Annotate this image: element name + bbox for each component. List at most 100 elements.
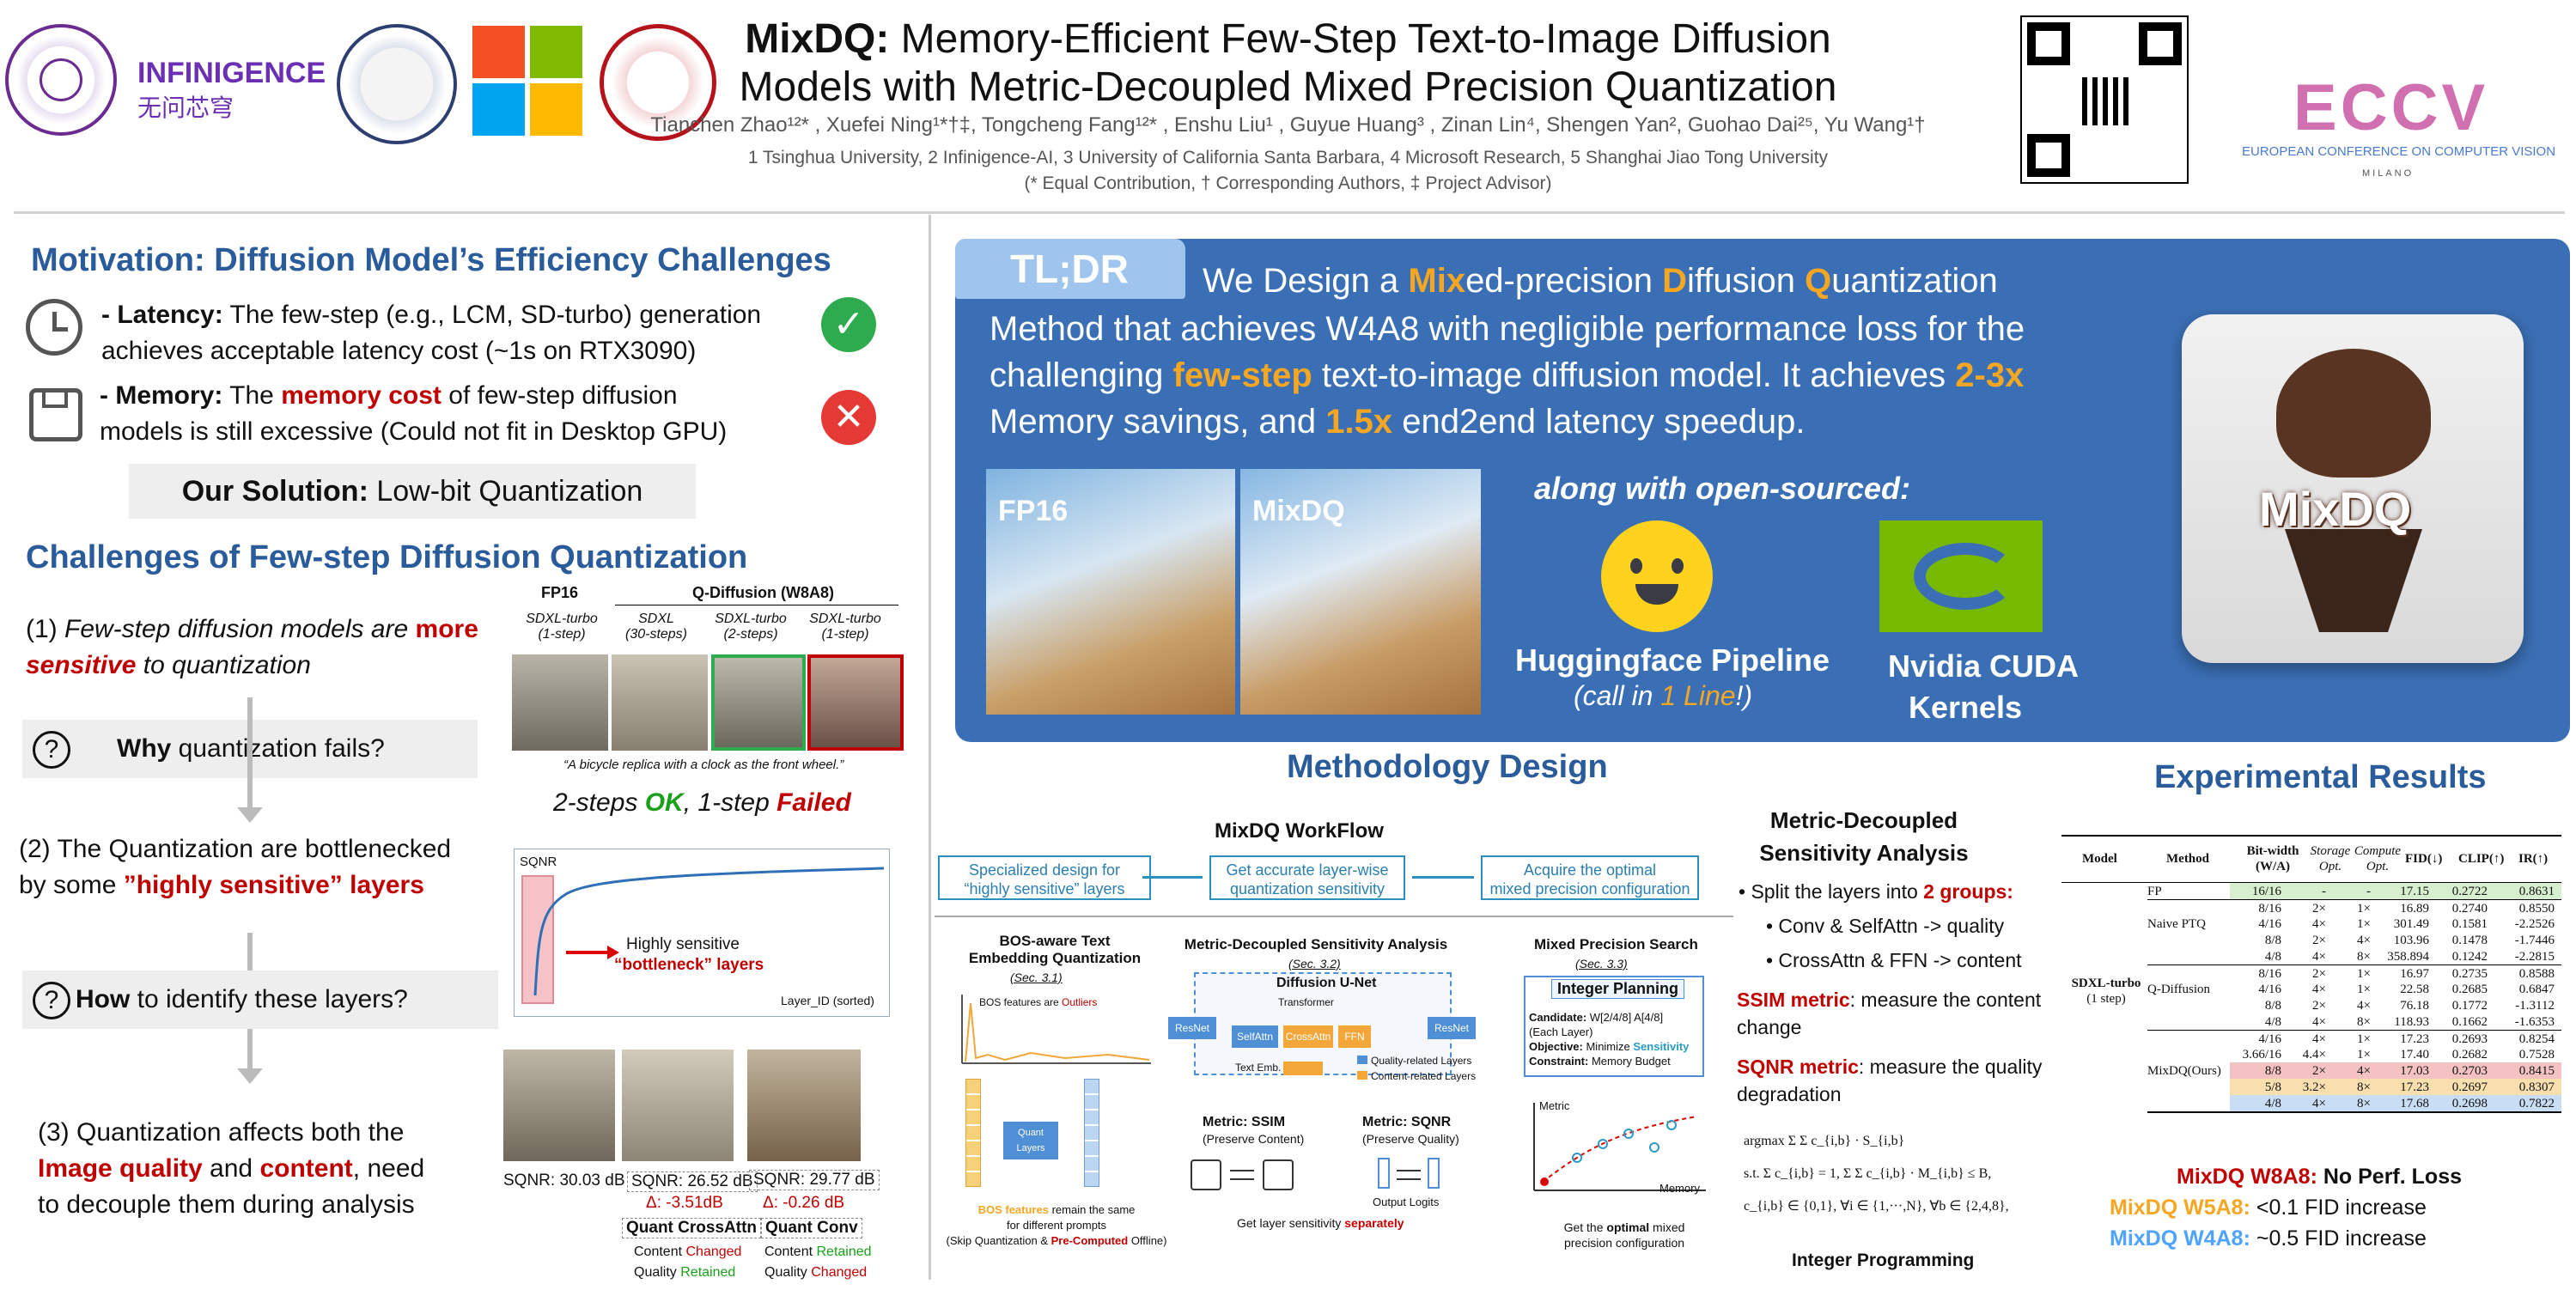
tldr-line1: We Design a Mixed-precision Diffusion Qu… — [1203, 262, 1998, 300]
qr-code — [2020, 15, 2189, 184]
table-cell: 0.8588 — [2518, 967, 2555, 981]
mds-sec: (Sec. 3.2) — [1288, 957, 1341, 971]
crossattn-effect: Content Changed Quality Retained — [634, 1244, 742, 1280]
swap-arrows-icon — [1230, 1170, 1254, 1180]
quant-layers-box: Quant Layers — [1003, 1122, 1058, 1159]
table-cell: 17.03 — [2400, 1064, 2429, 1078]
huggingface-icon — [1601, 520, 1713, 632]
flow-arrow-1 — [247, 697, 253, 809]
our-solution-box: Our Solution: Low-bit Quantization — [129, 464, 696, 519]
workflow-arrow — [1412, 876, 1474, 879]
table-cell: 0.8254 — [2518, 1032, 2555, 1046]
table-cell: -1.6353 — [2514, 1015, 2555, 1029]
poster-title-line1: MixDQ: Memory-Efficient Few-Step Text-to… — [745, 16, 1831, 62]
bos-sec: (Sec. 3.1) — [1010, 971, 1063, 984]
challenges-title: Challenges of Few-step Diffusion Quantiz… — [26, 539, 748, 575]
tldr-line2: Method that achieves W4A8 with negligibl… — [990, 310, 2025, 348]
icecream-fp16-image: FP16 — [986, 469, 1235, 715]
workflow-divider — [935, 916, 1733, 917]
metric-sqnr: Metric: SQNR — [1362, 1115, 1452, 1129]
table-cell: 1× — [2357, 1032, 2371, 1046]
mds-title: Metric-Decoupled Sensitivity Analysis — [1184, 936, 1448, 952]
table-cell: 0.8307 — [2518, 1080, 2555, 1094]
quant-crossattn-label: Quant CrossAttn — [622, 1218, 761, 1238]
table-cell: 76.18 — [2400, 999, 2429, 1013]
infinigence-subtitle: 无问芯穹 — [137, 94, 234, 121]
bos-token-column — [1084, 1079, 1099, 1187]
analysis-split: • Split the layers into 2 groups: • Conv… — [1739, 880, 2022, 971]
table-cell: 2× — [2312, 902, 2326, 916]
memory-text: - Memory: The memory cost of few-step di… — [100, 381, 728, 446]
table-cell: 1× — [2357, 983, 2371, 996]
table-cell: 0.2697 — [2451, 1080, 2488, 1094]
table-cell: -2.2526 — [2514, 917, 2555, 931]
table-cell: 0.2698 — [2451, 1097, 2488, 1110]
sqnr-value: SQNR: 30.03 dB — [503, 1171, 625, 1190]
ffn-block: FFN — [1338, 1025, 1371, 1048]
table-cell: 4/8 — [2264, 1015, 2281, 1029]
table-cell: 4/16 — [2258, 983, 2281, 996]
swap-arrows-icon — [1397, 1170, 1421, 1180]
table-cell: 17.40 — [2400, 1048, 2429, 1062]
table-cell: 301.49 — [2393, 917, 2429, 931]
table-cell: 8/16 — [2258, 902, 2281, 916]
table-cell: 4× — [2312, 950, 2326, 964]
table-cell: FP — [2147, 885, 2162, 898]
shapes-icon — [1263, 1159, 1294, 1190]
table-cell: 8/8 — [2264, 999, 2281, 1013]
flow-arrow-2 — [247, 933, 253, 984]
cross-icon: ✕ — [821, 390, 876, 445]
contributions-note: (* Equal Contribution, † Corresponding A… — [1024, 173, 1552, 193]
table-cell: 4× — [2312, 1097, 2326, 1110]
bos-outlier-plot — [961, 995, 1151, 1064]
table-cell: 8× — [2357, 1015, 2371, 1029]
resnet-block: ResNet — [1428, 1017, 1476, 1039]
logits-icon — [1378, 1158, 1390, 1189]
sjtu-logo — [600, 24, 716, 141]
table-cell: MixDQ(Ours) — [2147, 1064, 2221, 1078]
mps-title: Mixed Precision Search — [1534, 936, 1698, 952]
table-cell: 8× — [2357, 1080, 2371, 1094]
table-cell: -2.2815 — [2514, 950, 2555, 964]
ssim-sub: (Preserve Content) — [1203, 1132, 1305, 1146]
workflow-title: MixDQ WorkFlow — [1215, 819, 1384, 843]
table-cell: 16/16 — [2251, 885, 2281, 898]
table-cell: 2× — [2312, 967, 2326, 981]
check-icon: ✓ — [821, 297, 876, 352]
tldr-tab — [955, 239, 1185, 299]
table-cell: 16.97 — [2400, 967, 2429, 981]
col-header: Storage Opt. — [2310, 844, 2351, 873]
fig-col-label: SDXL-turbo (1-step) — [526, 612, 598, 642]
bicycle-image — [622, 1050, 734, 1161]
pareto-x-label: Memory — [1659, 1182, 1700, 1195]
legend-content: Content-related Layers — [1357, 1070, 1476, 1082]
motivation-title: Motivation: Diffusion Model’s Efficiency… — [31, 242, 831, 278]
table-cell: 0.1662 — [2451, 1015, 2488, 1029]
logits-icon — [1428, 1158, 1440, 1189]
table-cell: 5/8 — [2264, 1080, 2281, 1094]
table-cell: 4.4× — [2302, 1048, 2326, 1062]
challenge-2: (2) The Quantization are bottlenecked by… — [19, 835, 452, 899]
bicycle-comparison-figure: FP16 Q-Diffusion (W8A8) SDXL-turbo (1-st… — [512, 581, 904, 780]
get-optimal: Get the optimal mixed precision configur… — [1563, 1220, 1685, 1250]
table-cell: 0.8415 — [2518, 1064, 2555, 1078]
mps-sec: (Sec. 3.3) — [1575, 957, 1628, 971]
challenge-1: (1) Few-step diffusion models are more s… — [26, 615, 478, 679]
candidate: Candidate: W[2/4/8] A[4/8](Each Layer) O… — [1529, 1011, 1690, 1068]
question-icon: ? — [33, 731, 70, 770]
col-header: FID(↓) — [2405, 852, 2443, 866]
question-icon: ? — [33, 982, 70, 1020]
col-header: Compute Opt. — [2354, 844, 2402, 873]
table-cell: 2× — [2312, 934, 2326, 947]
table-cell: 3.2× — [2302, 1080, 2326, 1094]
table-cell: 4× — [2312, 983, 2326, 996]
